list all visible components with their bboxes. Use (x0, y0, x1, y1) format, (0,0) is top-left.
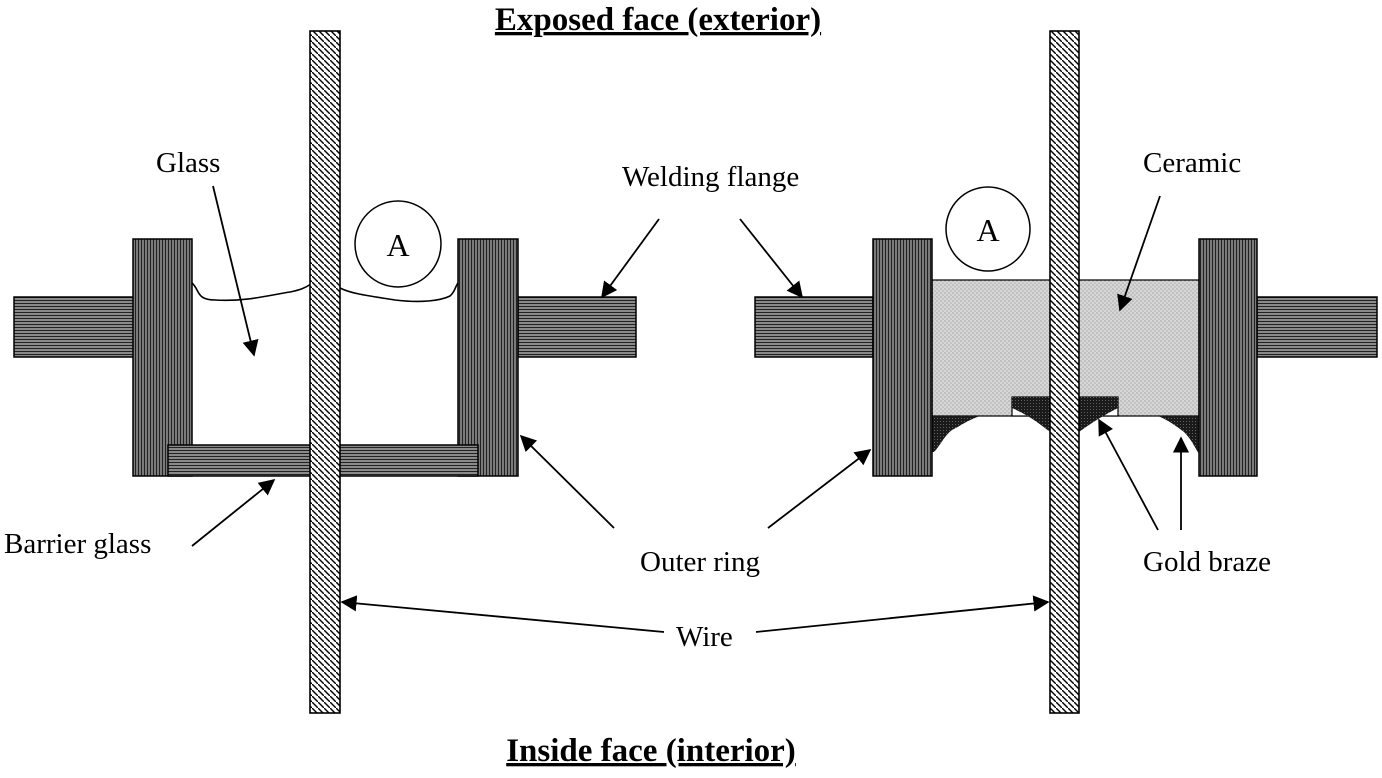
glass-seal-assembly: A (13, 30, 637, 714)
glass-surface-right (339, 282, 459, 303)
arrow-gold-braze-wire (1098, 418, 1159, 531)
left-welding-flange-outer (13, 296, 135, 358)
gold-braze-right-fillet (1158, 416, 1199, 454)
arrow-outer-ring-right (767, 449, 872, 529)
label-barrier-glass: Barrier glass (4, 528, 151, 560)
gold-braze-left-fillet (932, 416, 980, 452)
marker-a-left-label: A (386, 227, 409, 263)
arrow-barrier-glass (191, 478, 276, 547)
marker-a-right-label: A (976, 212, 999, 248)
arrow-ceramic (1117, 195, 1161, 312)
right-wire (1049, 30, 1080, 714)
left-outer-ring-wall-right (457, 238, 519, 477)
marker-a-left (354, 200, 442, 288)
arrow-welding-flange-left (601, 218, 660, 299)
glass-surface-left (191, 282, 312, 302)
arrow-glass (212, 185, 259, 357)
label-outer-ring: Outer ring (640, 546, 760, 578)
arrow-welding-flange-right (739, 218, 804, 299)
arrow-outer-ring-left (519, 434, 615, 529)
label-welding-flange: Welding flange (622, 161, 799, 193)
label-ceramic: Ceramic (1143, 147, 1241, 179)
right-outer-ring-wall-left (872, 238, 933, 477)
gold-braze-wire-left (1012, 397, 1050, 432)
marker-a-right (945, 186, 1031, 272)
label-gold-braze: Gold braze (1143, 546, 1271, 578)
right-outer-ring-wall-right (1198, 238, 1258, 477)
left-wire (309, 30, 341, 714)
heading-exterior: Exposed face (exterior) (495, 2, 821, 38)
right-welding-flange-inner (754, 296, 874, 358)
label-glass: Glass (156, 147, 220, 179)
gold-braze-wire-right (1079, 397, 1118, 432)
ceramic-seal-assembly: A (754, 30, 1378, 714)
arrow-wire-right (755, 595, 1050, 633)
left-outer-ring-wall-left (132, 238, 193, 477)
arrow-wire-left (340, 595, 665, 633)
left-welding-flange-inner (517, 296, 637, 358)
right-welding-flange-outer (1256, 296, 1378, 358)
leader-arrows (191, 185, 1190, 633)
label-wire: Wire (676, 621, 733, 653)
heading-interior: Inside face (interior) (506, 733, 796, 769)
